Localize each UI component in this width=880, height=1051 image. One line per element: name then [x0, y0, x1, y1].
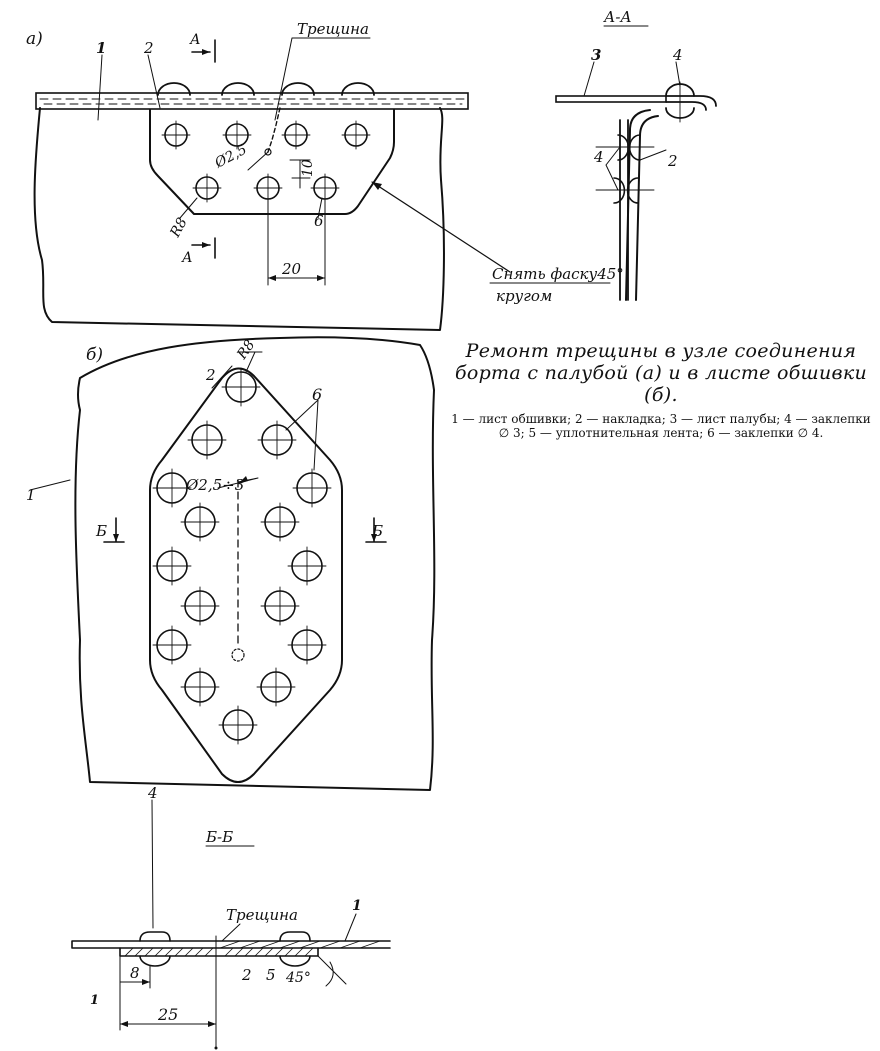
callout-1-leader-b	[29, 479, 71, 491]
section-bb: Б-Б 4 Трещина 1 1 2 5 8 25 45°	[71, 784, 391, 1050]
radius-leader-b	[237, 351, 263, 373]
panel-label-b: б)	[86, 345, 103, 365]
figure-caption: Ремонт трещины в узле соединения борта с…	[450, 340, 872, 440]
patch-plate-a	[149, 109, 395, 215]
section-a-marks	[191, 39, 216, 259]
deck-flange-aa	[665, 95, 717, 111]
hole-dim-a: Ø2,5	[211, 142, 249, 172]
dim-10-lines	[289, 159, 311, 189]
panel-label-a: а)	[26, 29, 43, 49]
dim-10-text: 10	[300, 159, 316, 177]
deck-strip	[35, 92, 469, 110]
callout-1-bb-right: 1	[352, 898, 362, 914]
crack-label-bb: Трещина	[226, 906, 298, 924]
angle-45-bb: 45°	[285, 970, 311, 986]
callout-2-bb: 2	[241, 966, 252, 984]
crack-line-a	[267, 107, 281, 153]
radius-b: R8	[234, 337, 259, 363]
section-mark-b-left: Б	[95, 522, 107, 540]
callout-2-a: 2	[143, 39, 154, 57]
sheet-bb	[71, 940, 391, 949]
rivets-aa-side	[613, 134, 641, 204]
dim-25-bb: 25	[157, 1005, 178, 1024]
callout-3-aa: 3	[591, 46, 601, 64]
section-b-marks	[103, 517, 387, 543]
section-mark-a-bottom: А	[181, 250, 193, 266]
dim-8-bb: 8	[130, 964, 140, 982]
angle-bb	[317, 955, 347, 987]
caption-legend: 1 — лист обшивки; 2 — накладка; 3 — лист…	[451, 412, 871, 440]
deck-plate-aa	[555, 95, 667, 103]
patch-bb	[119, 947, 319, 957]
rivet-holes-a	[161, 120, 371, 203]
chamfer-note-2: кругом	[496, 287, 552, 305]
callout-2-b: 2	[205, 366, 216, 384]
radius-leader-a	[179, 197, 198, 219]
callout-6-a: 6	[314, 212, 324, 230]
section-aa-leaders	[583, 61, 681, 191]
callout-2-leader-b	[211, 365, 233, 389]
dims-bb	[119, 955, 217, 1031]
callout-leaders-a	[97, 54, 161, 121]
hull-sheet-outline	[33, 107, 445, 331]
callout-6-b: 6	[312, 385, 322, 404]
patch-plate-b	[149, 367, 343, 783]
patch-aa	[625, 109, 659, 301]
crack-label-a: Трещина	[297, 20, 369, 38]
stop-hole-a	[264, 148, 272, 156]
dim-20-text: 20	[281, 260, 302, 278]
callout-1-b: 1	[26, 486, 36, 504]
callout-4-aa-top: 4	[672, 46, 683, 64]
callout-4-bb: 4	[147, 784, 158, 802]
caption-title: Ремонт трещины в узле соединения борта с…	[454, 340, 868, 406]
hole-dim-b: Ø2,5÷3	[185, 476, 244, 494]
strip-rivet-heads	[157, 82, 375, 96]
callout-4-aa-side: 4	[593, 148, 604, 166]
hole-dim-leader-a	[247, 151, 269, 171]
stop-hole-b	[231, 648, 245, 662]
rivets-bb	[139, 931, 311, 967]
callout-2-aa: 2	[667, 152, 678, 170]
callout-6-leader-a	[317, 197, 323, 219]
deck-hatch	[39, 98, 466, 105]
dim-20-lines	[267, 199, 326, 286]
section-aa: А-А 3 4 4 2	[555, 8, 717, 301]
callout-1-a: 1	[96, 39, 106, 57]
rivet-holes-b	[152, 367, 332, 745]
section-bb-title: Б-Б	[205, 828, 233, 846]
radius-a: R8	[167, 215, 191, 241]
section-mark-a-top: А	[189, 32, 201, 48]
hatch-bb	[124, 940, 381, 957]
chamfer-leader	[371, 181, 511, 273]
section-mark-b-right: Б	[371, 522, 383, 540]
view-a: а) 1 2 Трещина А А Ø2,5 10 R8 6 20 Снять…	[26, 20, 624, 331]
callout-6-leaders-b	[285, 399, 319, 471]
view-b: б) 1 2 6 R8 Ø2,5÷3 Б Б	[26, 336, 436, 791]
callout-5-bb: 5	[266, 966, 276, 984]
section-aa-title: А-А	[603, 8, 632, 26]
leaders-bb	[151, 799, 357, 942]
callout-1-bb-left: 1	[90, 993, 99, 1008]
chamfer-note-1: Снять фаску45°	[492, 265, 624, 283]
crack-leader-a	[274, 37, 371, 121]
hull-sheet-outline-b	[74, 336, 436, 791]
rivet-axes-aa	[595, 81, 681, 191]
